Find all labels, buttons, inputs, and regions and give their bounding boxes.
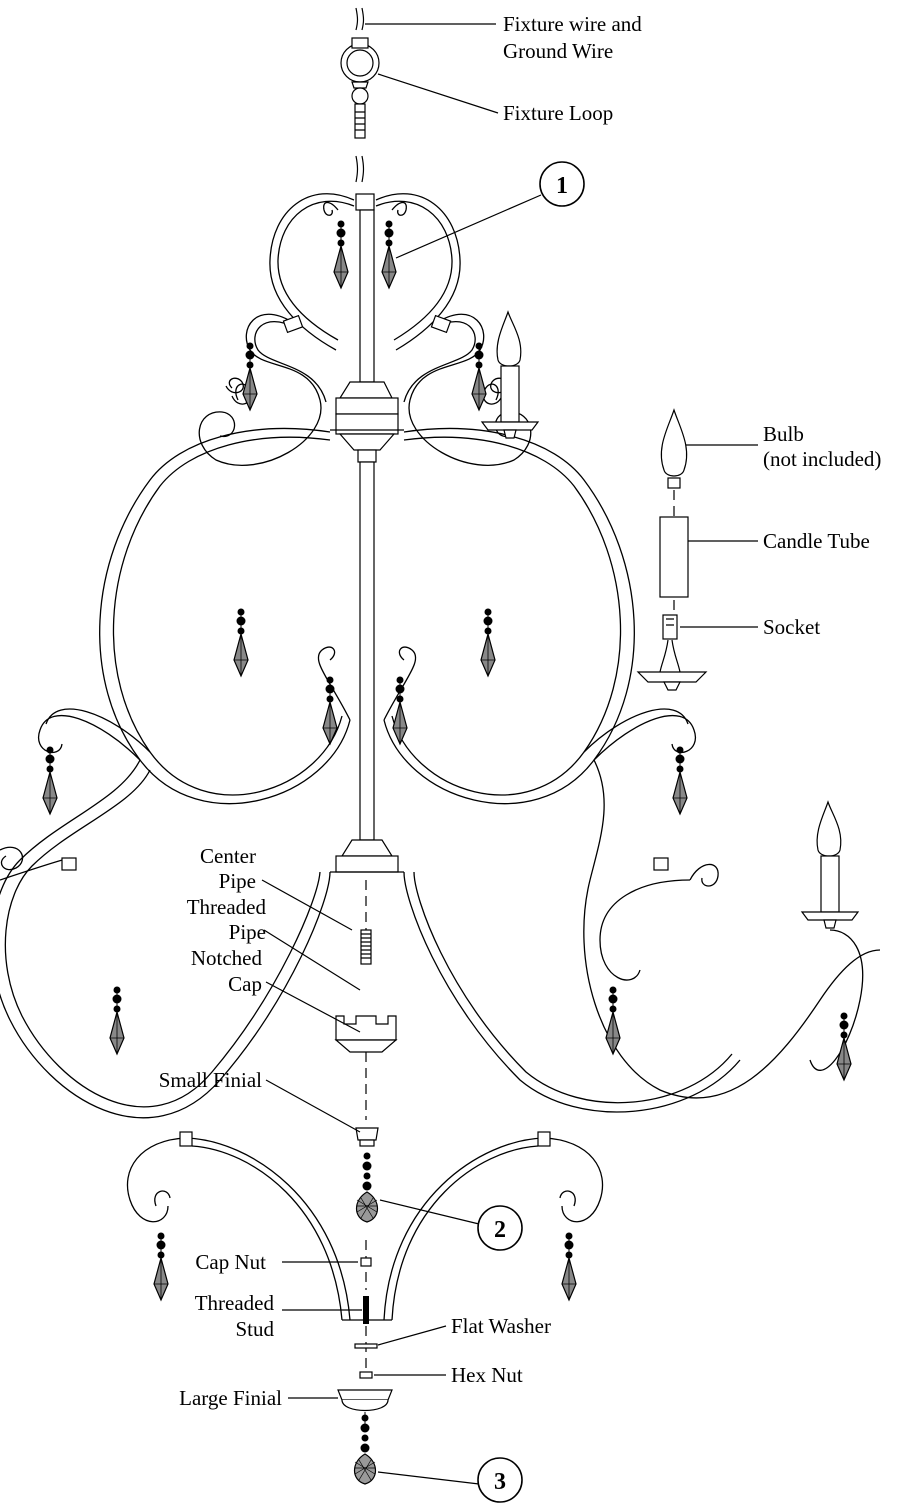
callout-2-number: 2 [494, 1217, 506, 1243]
socket [636, 614, 708, 691]
label-center-pipe-1: Center [200, 844, 256, 868]
crystal-pendant [392, 675, 408, 745]
label-bulb-2: (not included) [763, 447, 881, 471]
fixture-wire-top [355, 7, 365, 31]
label-threaded-pipe-2: Pipe [229, 920, 266, 944]
label-center-pipe-2: Pipe [219, 869, 256, 893]
label-small-finial: Small Finial [159, 1068, 262, 1092]
threaded-pipe [360, 880, 372, 965]
label-large-finial: Large Finial [179, 1386, 282, 1410]
callout-3: 3 [477, 1457, 523, 1503]
label-fixture-wire-2: Ground Wire [503, 39, 613, 63]
crystal-pendant [605, 985, 621, 1055]
crystal-pendant [672, 745, 688, 815]
label-hex-nut: Hex Nut [451, 1363, 523, 1387]
crystal-pendant [471, 341, 487, 411]
candle-assembled-upper [481, 311, 539, 439]
callout-3-number: 3 [494, 1469, 506, 1495]
callout-2: 2 [477, 1205, 523, 1251]
label-cap-nut: Cap Nut [195, 1250, 266, 1274]
crystal-pendant [109, 985, 125, 1055]
hex-nut [359, 1371, 373, 1379]
label-candle-tube: Candle Tube [763, 529, 870, 553]
label-notched-cap-1: Notched [191, 946, 263, 970]
label-threaded-pipe-1: Threaded [187, 895, 267, 919]
crystal-pendant [381, 219, 397, 289]
label-notched-cap-2: Cap [228, 972, 262, 996]
large-finial-crystal-ball [353, 1413, 377, 1485]
crystal-pendant [242, 341, 258, 411]
crystal-pendant [836, 1011, 852, 1081]
label-socket: Socket [763, 615, 820, 639]
crystal-pendant [480, 607, 496, 677]
label-threaded-stud-2: Stud [235, 1317, 274, 1341]
fixture-loop [340, 37, 380, 139]
label-threaded-stud-1: Threaded [195, 1291, 275, 1315]
threaded-stud [363, 1296, 369, 1378]
crystal-pendant [153, 1231, 169, 1301]
callout-1: 1 [539, 161, 585, 207]
small-finial [355, 1127, 379, 1147]
crystal-pendant [333, 219, 349, 289]
crystal-pendant [233, 607, 249, 677]
cap-nut [360, 1240, 372, 1290]
callout-1-number: 1 [556, 173, 568, 199]
scroll-frame [0, 193, 881, 1321]
fixture-wire-lower [355, 155, 365, 183]
label-fixture-loop: Fixture Loop [503, 101, 613, 125]
bulb [660, 408, 688, 516]
crystal-pendant [322, 675, 338, 745]
notched-cap [334, 1015, 398, 1120]
crystal-pendant [561, 1231, 577, 1301]
small-finial-crystal-ball [355, 1151, 379, 1223]
center-column [330, 193, 404, 873]
part-labels: Fixture wire and Ground Wire Fixture Loo… [159, 12, 882, 1410]
flat-washer [354, 1343, 378, 1349]
candle-assembled-right [801, 801, 859, 929]
label-flat-washer: Flat Washer [451, 1314, 551, 1338]
label-bulb-1: Bulb [763, 422, 804, 446]
label-fixture-wire-1: Fixture wire and [503, 12, 642, 36]
leader-lines [261, 23, 758, 1485]
crystal-pendant [42, 745, 58, 815]
candle-tube [659, 516, 689, 614]
crystal-pendants [42, 219, 852, 1301]
